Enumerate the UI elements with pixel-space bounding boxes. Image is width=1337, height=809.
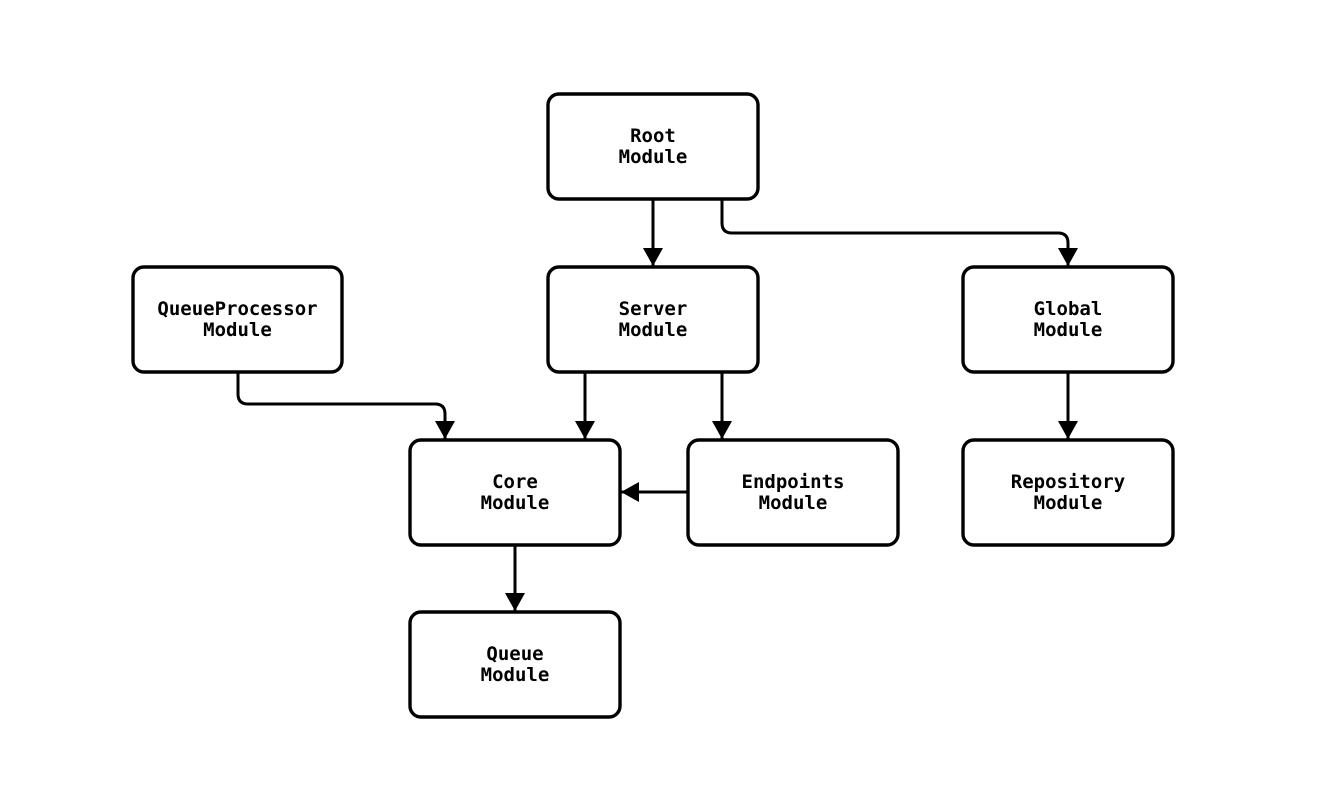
- node-queueprocessor-box: [131, 265, 344, 374]
- node-root-box: [546, 92, 760, 201]
- edge-root-to-global: [720, 199, 1078, 266]
- node-endpoints-box: [686, 438, 900, 547]
- node-global-box: [961, 265, 1175, 374]
- edge-queueprocessor-to-core: [236, 372, 455, 439]
- edges-layer: [236, 199, 1078, 611]
- node-queue-box: [408, 610, 622, 719]
- node-core-box: [408, 438, 622, 547]
- node-repository-box: [961, 438, 1175, 547]
- node-server-box: [546, 265, 760, 374]
